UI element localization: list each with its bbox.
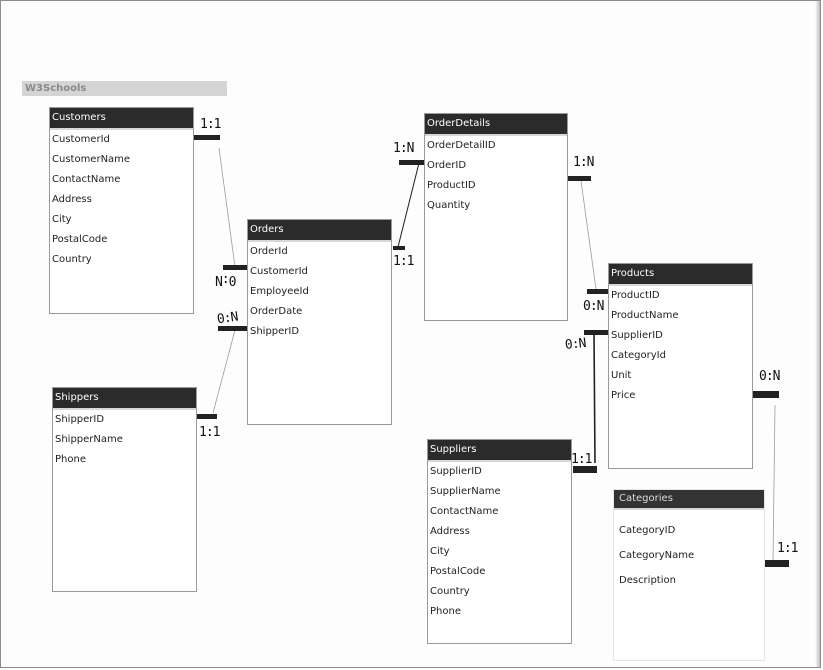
field-shipper-id: ShipperID bbox=[55, 414, 105, 425]
table-header-orders: Orders bbox=[248, 220, 391, 242]
field-category-id: CategoryID bbox=[619, 525, 676, 536]
line-orderdetails-products bbox=[580, 180, 597, 290]
field-city: City bbox=[52, 214, 72, 225]
field-list-categories: CategoryID CategoryName Description bbox=[614, 518, 764, 593]
field-category-name: CategoryName bbox=[619, 550, 695, 561]
field-employee-id: EmployeeId bbox=[250, 286, 309, 297]
field-list-customers: CustomerId CustomerName ContactName Addr… bbox=[50, 130, 193, 270]
cardinality-categories-one: 1:1 bbox=[777, 541, 799, 556]
table-orders[interactable]: Orders OrderId CustomerId EmployeeId Ord… bbox=[247, 219, 392, 425]
field-postal-code: PostalCode bbox=[52, 234, 108, 245]
field-list-orderdetails: OrderDetailID OrderID ProductID Quantity bbox=[425, 136, 567, 216]
line-products-categories bbox=[772, 404, 776, 563]
table-header-customers: Customers bbox=[50, 108, 193, 130]
table-suppliers[interactable]: Suppliers SupplierID SupplierName Contac… bbox=[427, 439, 572, 644]
field-shipper-name: ShipperName bbox=[55, 434, 123, 445]
bar-orders-details bbox=[393, 246, 405, 250]
field-product-name: ProductName bbox=[611, 310, 679, 321]
field-postal-code: PostalCode bbox=[430, 566, 486, 577]
cardinality-products-from-details: 0:N bbox=[583, 299, 605, 314]
line-shippers-orders bbox=[212, 329, 236, 414]
table-header-orderdetails: OrderDetails bbox=[425, 114, 567, 136]
field-contact-name: ContactName bbox=[52, 174, 121, 185]
bar-products-productid bbox=[587, 289, 609, 294]
field-quantity: Quantity bbox=[427, 200, 471, 211]
field-unit: Unit bbox=[611, 370, 632, 381]
field-order-id: OrderId bbox=[250, 246, 288, 257]
field-city: City bbox=[430, 546, 450, 557]
table-header-suppliers: Suppliers bbox=[428, 440, 571, 462]
field-supplier-id: SupplierID bbox=[430, 466, 482, 477]
table-products[interactable]: Products ProductID ProductName SupplierI… bbox=[608, 263, 753, 469]
cardinality-orders-customer-many: 0:N bbox=[216, 272, 237, 287]
table-shippers[interactable]: Shippers ShipperID ShipperName Phone bbox=[52, 387, 197, 592]
field-supplier-id: SupplierID bbox=[611, 330, 663, 341]
table-header-shippers: Shippers bbox=[53, 388, 196, 410]
line-customers-orders bbox=[218, 147, 236, 268]
bar-suppliers bbox=[573, 466, 597, 473]
table-customers[interactable]: Customers CustomerId CustomerName Contac… bbox=[49, 107, 194, 314]
field-category-id: CategoryId bbox=[611, 350, 666, 361]
bar-orders-customer bbox=[223, 265, 248, 270]
field-country: Country bbox=[430, 586, 470, 597]
bar-orderdetails-order bbox=[399, 160, 424, 165]
field-supplier-name: SupplierName bbox=[430, 486, 501, 497]
w3schools-label: W3Schools bbox=[22, 81, 227, 96]
table-header-products: Products bbox=[609, 264, 752, 286]
cardinality-suppliers-one: 1:1 bbox=[571, 452, 593, 467]
field-price: Price bbox=[611, 390, 636, 401]
field-order-detail-id: OrderDetailID bbox=[427, 140, 496, 151]
cardinality-orders-one-to-details: 1:1 bbox=[393, 254, 415, 269]
field-list-products: ProductID ProductName SupplierID Categor… bbox=[609, 286, 752, 406]
field-description: Description bbox=[619, 575, 676, 586]
cardinality-products-supplier-many: 0:N bbox=[564, 335, 587, 354]
line-suppliers-products bbox=[593, 332, 596, 464]
bar-orders-shipper bbox=[218, 326, 248, 331]
field-product-id: ProductID bbox=[611, 290, 660, 301]
cardinality-orderdetails-order-many: 1:N bbox=[393, 141, 415, 156]
bar-products-supplierid bbox=[584, 330, 609, 335]
cardinality-shippers-one: 1:1 bbox=[199, 425, 221, 440]
field-contact-name: ContactName bbox=[430, 506, 499, 517]
field-list-suppliers: SupplierID SupplierName ContactName Addr… bbox=[428, 462, 571, 622]
field-country: Country bbox=[52, 254, 92, 265]
field-phone: Phone bbox=[430, 606, 461, 617]
bar-customers bbox=[194, 135, 220, 140]
table-categories[interactable]: Categories CategoryID CategoryName Descr… bbox=[613, 489, 765, 661]
bar-products-price bbox=[753, 391, 779, 398]
field-address: Address bbox=[430, 526, 470, 537]
field-customer-id: CustomerId bbox=[52, 134, 110, 145]
cardinality-products-category-many: 0:N bbox=[759, 369, 781, 384]
field-list-orders: OrderId CustomerId EmployeeId OrderDate … bbox=[248, 242, 391, 342]
field-phone: Phone bbox=[55, 454, 86, 465]
field-customer-name: CustomerName bbox=[52, 154, 131, 165]
field-customer-id: CustomerId bbox=[250, 266, 308, 277]
field-shipper-id: ShipperID bbox=[250, 326, 300, 337]
table-orderdetails[interactable]: OrderDetails OrderDetailID OrderID Produ… bbox=[424, 113, 568, 321]
cardinality-customers-one: 1:1 bbox=[200, 117, 222, 132]
table-header-categories: Categories bbox=[614, 490, 764, 510]
line-orders-orderdetails bbox=[397, 162, 420, 248]
cardinality-orders-shipper-many: 0:N bbox=[216, 309, 239, 328]
field-product-id: ProductID bbox=[427, 180, 476, 191]
field-address: Address bbox=[52, 194, 92, 205]
field-list-shippers: ShipperID ShipperName Phone bbox=[53, 410, 196, 470]
cardinality-orderdetails-product-many: 1:N bbox=[573, 155, 595, 170]
bar-categories bbox=[763, 560, 789, 567]
field-order-id: OrderID bbox=[427, 160, 467, 171]
bar-shippers bbox=[197, 414, 217, 419]
field-order-date: OrderDate bbox=[250, 306, 303, 317]
bar-orderdetails-product bbox=[568, 176, 591, 181]
